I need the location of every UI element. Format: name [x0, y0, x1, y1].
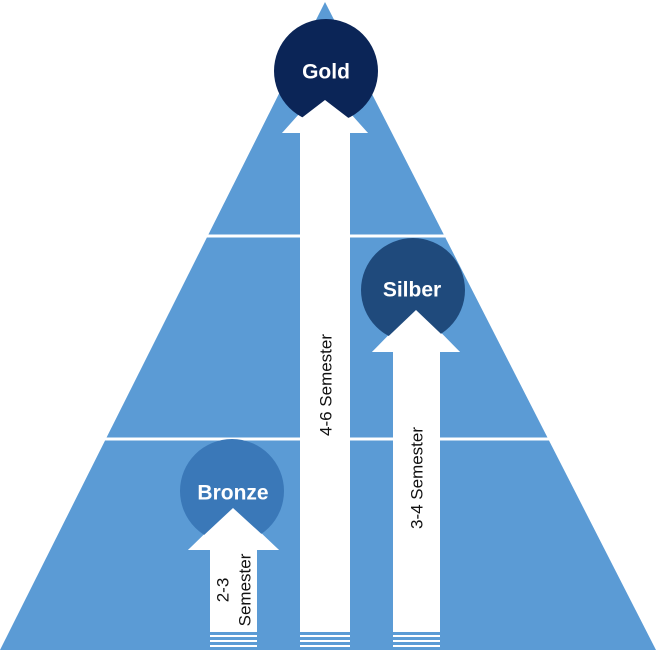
bronze-circle [180, 439, 284, 543]
gold-label: Gold [302, 61, 350, 84]
silver-arrow [372, 307, 460, 647]
silver-label: Silber [383, 279, 441, 302]
bronze-arrow-tip [188, 508, 279, 550]
bronze-arrow-label-line2: Semester [236, 553, 255, 626]
gold-circle [274, 19, 378, 123]
silver-circle [361, 238, 465, 342]
gold-arrow-tip [282, 100, 368, 133]
silver-arrow-label: 3-4 Semester [408, 427, 427, 529]
gold-arrow-label: 4-6 Semester [317, 334, 336, 436]
silver-arrow-tip [372, 310, 460, 352]
bronze-arrow-label-line1: 2-3 [214, 578, 233, 603]
gold-arrow [282, 85, 368, 647]
bronze-label: Bronze [197, 482, 268, 505]
